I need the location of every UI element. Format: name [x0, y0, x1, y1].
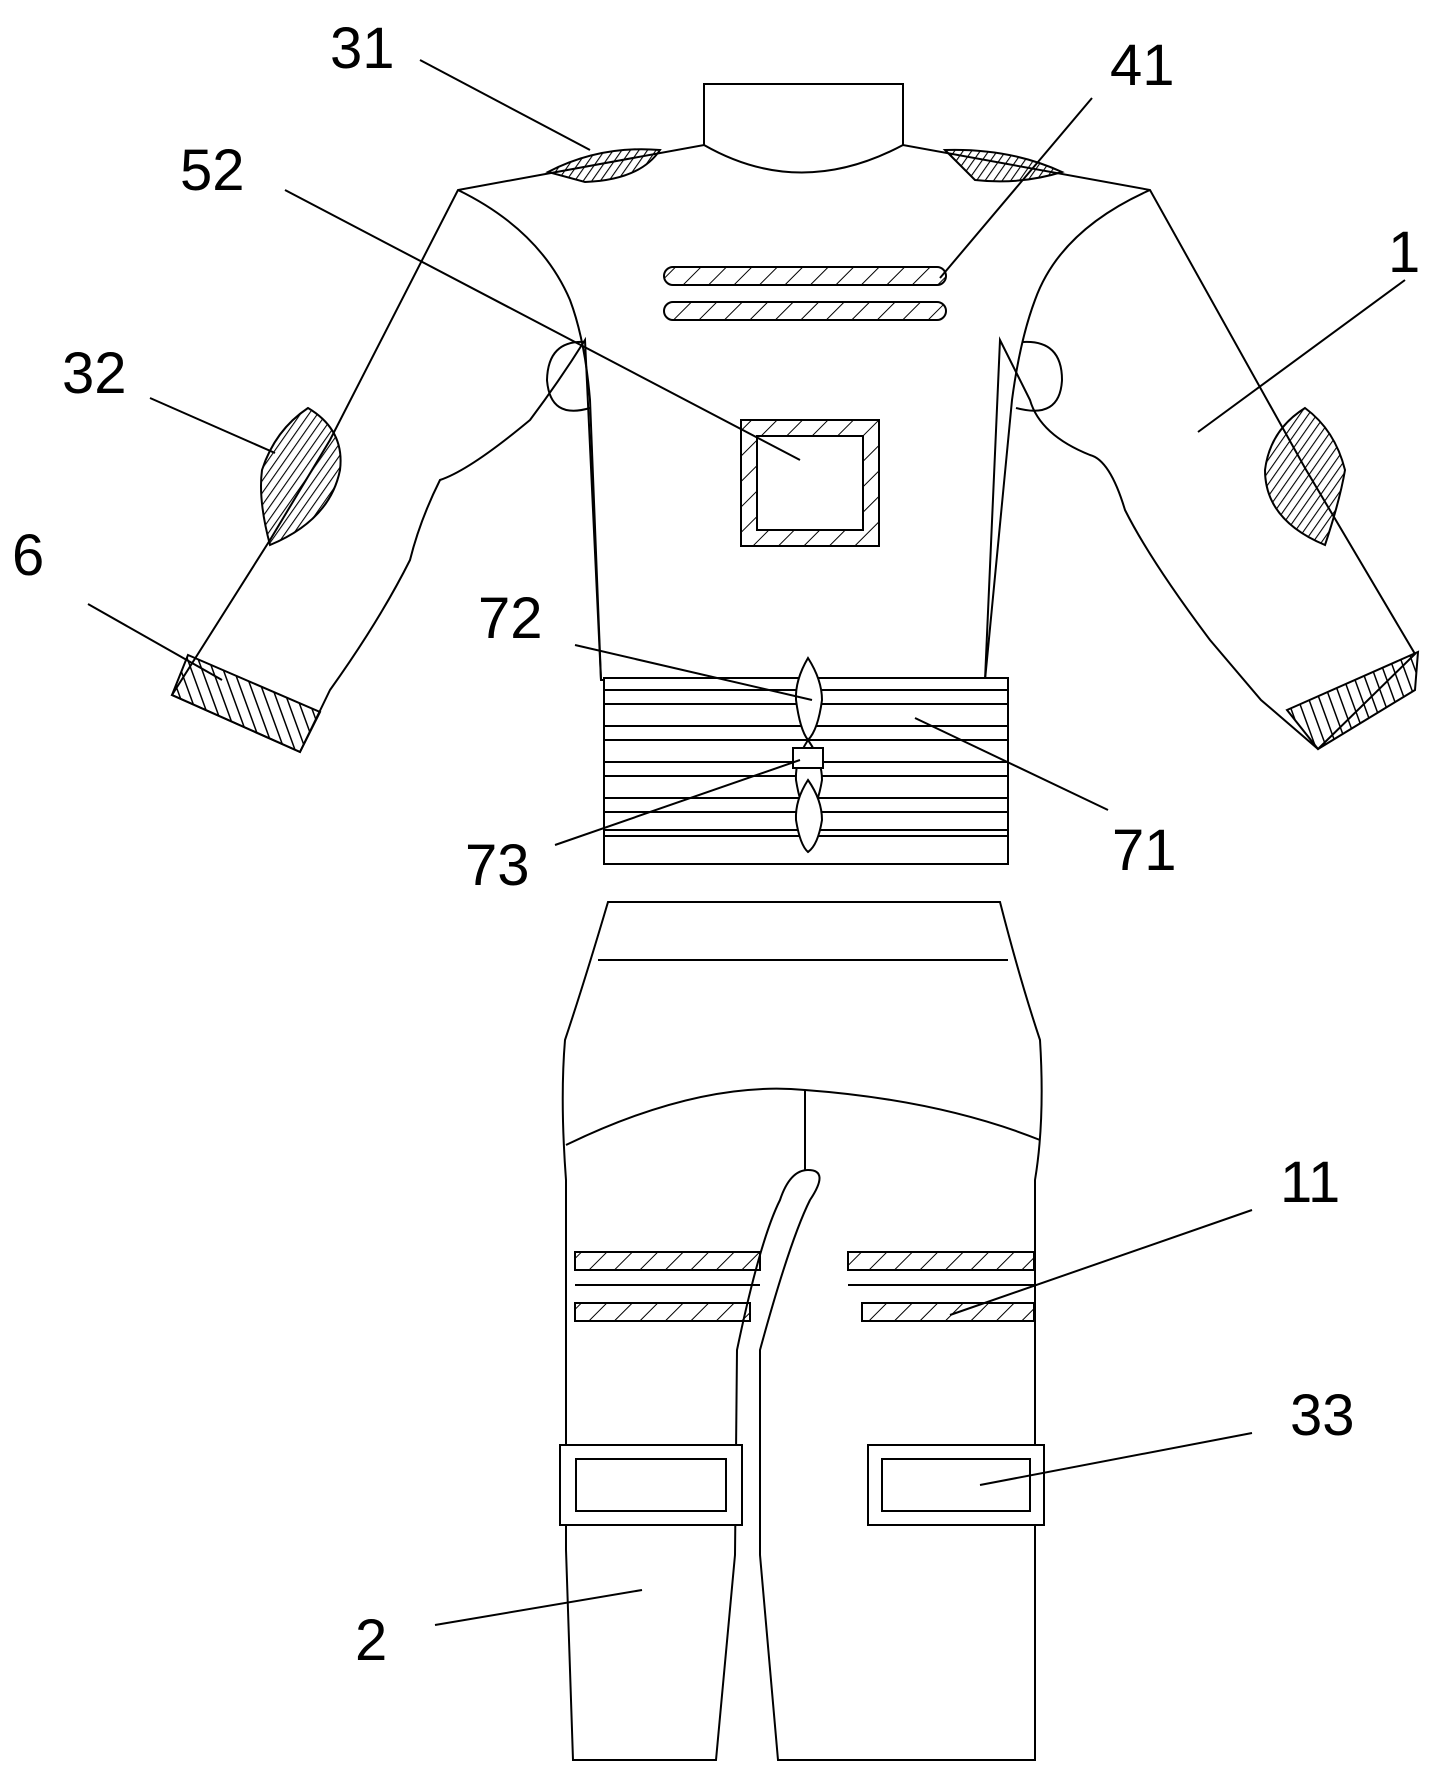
right-elbow-patch	[1263, 406, 1347, 547]
trousers	[559, 901, 1045, 1761]
leader-lines	[87, 59, 1406, 1626]
label-2: 2	[355, 1608, 387, 1673]
chest-pocket	[740, 419, 880, 547]
right-knee-pad	[867, 1444, 1045, 1526]
left-shoulder-patch	[545, 148, 662, 184]
chest-strip-2	[663, 301, 947, 321]
reference-labels: 31 41 52 1 32 6 72 73 71 11 33 2	[12, 16, 1420, 1673]
waist-buckles	[792, 656, 824, 854]
label-33: 33	[1290, 1383, 1355, 1448]
right-cuff	[1285, 650, 1420, 751]
trousers-outline	[561, 901, 1043, 1761]
left-armpit-vent	[545, 340, 591, 412]
label-72: 72	[478, 586, 543, 651]
label-41: 41	[1110, 33, 1175, 98]
label-71: 71	[1112, 818, 1177, 883]
right-armhole	[984, 189, 1151, 681]
label-31: 31	[330, 16, 395, 81]
label-1: 1	[1388, 220, 1420, 285]
label-73: 73	[465, 833, 530, 898]
label-6: 6	[12, 523, 44, 588]
label-32: 32	[62, 341, 127, 406]
label-52: 52	[180, 138, 245, 203]
jacket	[170, 83, 1420, 865]
right-armpit-vent	[1015, 340, 1064, 412]
thigh-strips	[574, 1251, 1035, 1322]
label-11: 11	[1280, 1150, 1340, 1215]
left-armhole	[457, 189, 602, 681]
chest-strip-1	[663, 266, 947, 286]
collar	[703, 83, 904, 145]
left-knee-pad	[559, 1444, 743, 1526]
left-cuff	[170, 653, 322, 754]
right-shoulder-patch	[942, 148, 1065, 183]
